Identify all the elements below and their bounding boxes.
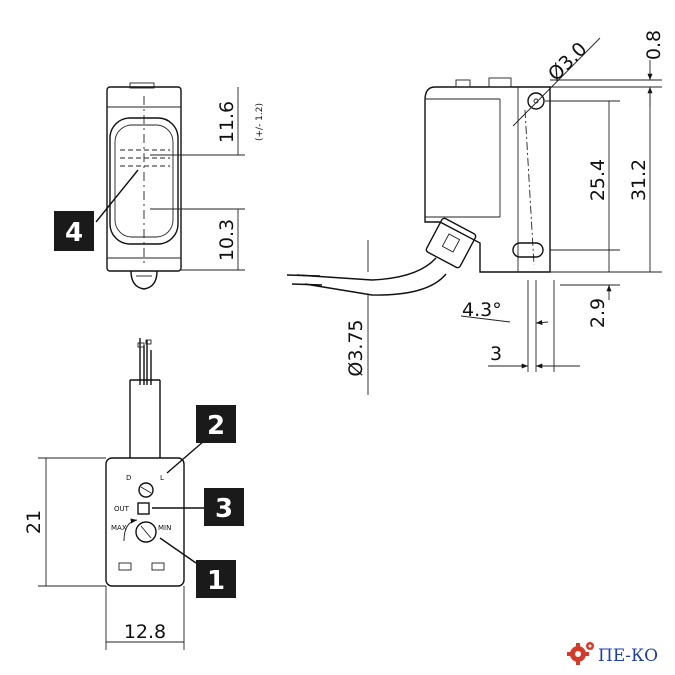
mounting-slot [512,242,544,258]
logo-text: ПЕ-КО [598,646,658,666]
callout-4-leader [95,169,139,223]
cable-upper-line [296,257,437,281]
callout-4-badge [54,211,94,251]
callout-2-badge [196,405,236,443]
vent-right [151,562,165,571]
gear-icon [567,642,594,665]
side-dim-cable: Ø3.75 [345,319,367,376]
label-min: MIN [158,524,171,532]
label-l: L [160,474,164,482]
mode-switch [138,482,154,498]
side-view: Ø3.0 0.8 25.4 31.2 2.9 4.3° 3 Ø3 [286,30,665,395]
back-view: D L OUT MAX MIN 21 12.8 2 3 1 [23,338,244,650]
front-dim-lower: 10.3 [216,219,238,261]
front-dim-tolerance: (+/- 1.2) [255,103,265,141]
callout-3-badge [204,488,244,526]
side-dim-spacing: 25.4 [587,159,609,201]
out-indicator [137,502,150,515]
mounting-hole [527,92,545,110]
label-out: OUT [114,505,130,513]
callout-1-badge [196,560,236,598]
cable-gland [425,217,477,269]
sensitivity-knob [135,521,157,543]
side-dim-top: 0.8 [643,30,665,60]
callout-3-label: 3 [215,494,233,524]
callout-1-label: 1 [207,566,225,596]
front-top-tab [129,82,155,89]
back-housing [105,457,185,587]
label-d: D [126,474,131,482]
side-dim-bottom: 2.9 [587,298,609,328]
side-dim-angle: 4.3° [462,299,502,321]
front-led-dome [130,270,158,290]
callout-2-label: 2 [207,411,225,441]
side-housing [424,86,551,273]
callout-4-label: 4 [65,218,83,248]
front-housing [106,86,182,272]
vent-left [118,562,132,571]
side-dim-height: 31.2 [628,159,650,201]
cable-lower-line [304,273,447,296]
side-dim-offset: 3 [490,343,502,365]
back-dim-width: 12.8 [124,621,166,643]
label-max: MAX [111,524,127,532]
logo: ПЕ-КО [567,642,658,666]
front-dim-upper: 11.6 [216,101,238,143]
back-dim-height: 21 [23,510,45,534]
front-view: 11.6 (+/- 1.2) 10.3 4 [54,82,265,290]
side-dim-hole: Ø3.0 [544,38,591,85]
